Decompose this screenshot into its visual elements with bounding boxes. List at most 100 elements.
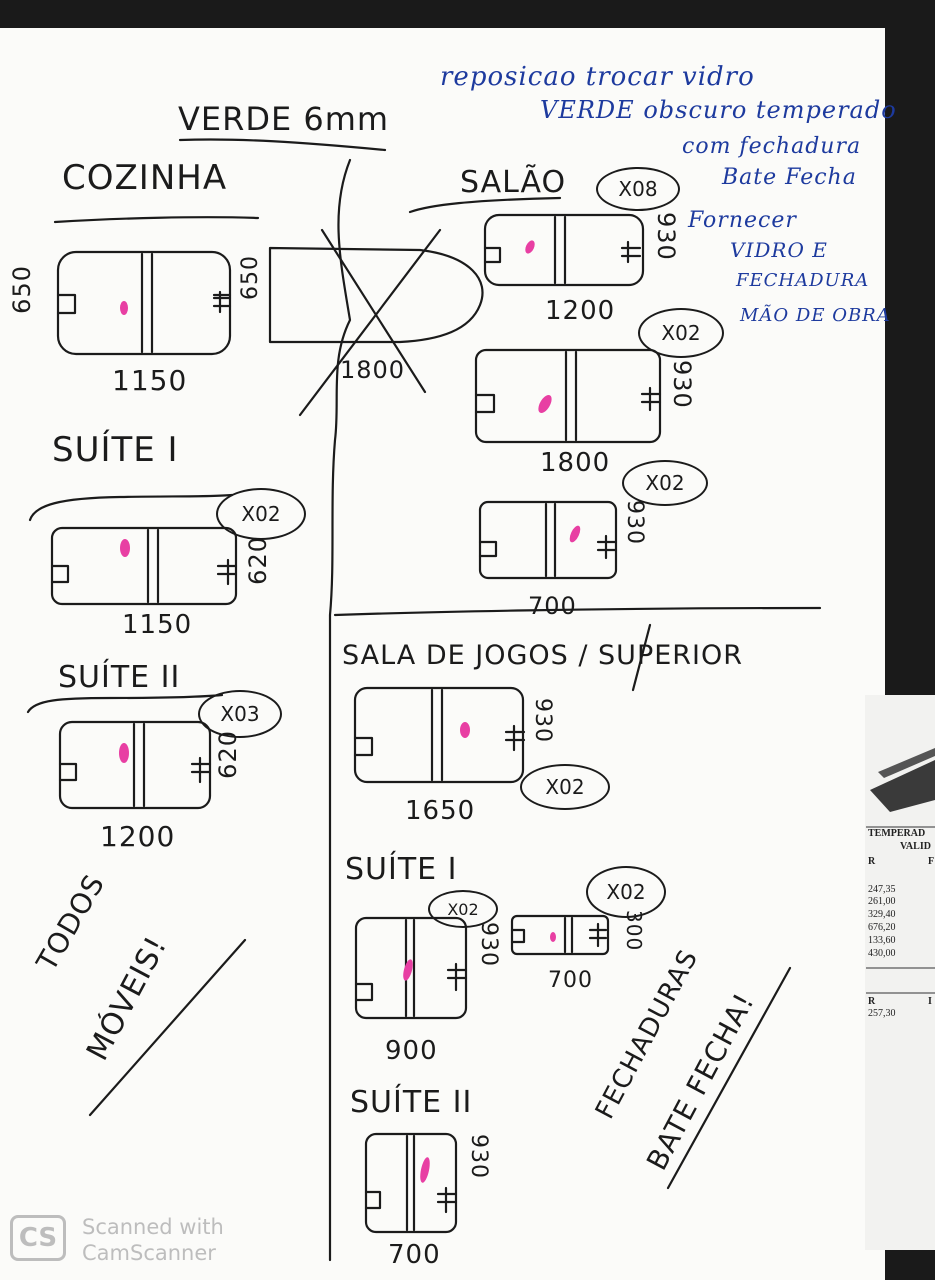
handle-left [353, 736, 374, 757]
window-suite-1-sup-small [510, 914, 610, 956]
room-label-salao: SALÃO [460, 165, 567, 200]
handle-left [478, 540, 498, 558]
dim-crossed-width: 1800 [340, 356, 406, 384]
sala-slash [631, 623, 652, 692]
table-cell: 261,00 [868, 896, 896, 907]
room-label-suite-1: SUÍTE I [52, 430, 179, 470]
table-header-2: VALID [900, 841, 931, 852]
qty-badge-salao-1: X08 [596, 167, 680, 211]
window-suite-1-sup [354, 916, 468, 1020]
paper-sheet [0, 28, 885, 1280]
watermark-line-2: CamScanner [82, 1241, 216, 1265]
dim-sala-jogos-width: 1650 [405, 796, 476, 826]
window-salao-3 [478, 500, 618, 580]
dim-suite-2-width: 1200 [100, 820, 176, 853]
qty-badge-salao-3: X02 [622, 460, 708, 506]
cross-line [320, 228, 427, 394]
handle-left [510, 928, 526, 944]
handle-right [620, 240, 642, 264]
dim-salao-2-width: 1800 [540, 448, 611, 478]
dim-salao-2-height: 930 [668, 360, 696, 409]
note-line: reposicao trocar vidro [440, 62, 755, 92]
camscanner-watermark: Scanned with CamScanner [82, 1214, 224, 1266]
handle-left [56, 293, 77, 315]
qty-badge-suite-1-sup: X02 [428, 890, 498, 928]
camscanner-logo: CS [10, 1215, 66, 1261]
note-line: Bate Fecha [722, 165, 857, 190]
watermark-line-1: Scanned with [82, 1215, 224, 1239]
dim-suite-1-height: 620 [244, 536, 272, 585]
cross-line [298, 228, 442, 417]
handle-left [58, 762, 78, 782]
handle-right [212, 290, 232, 314]
handle-left [483, 246, 502, 264]
table-col-b-2: I [928, 996, 932, 1007]
note-line: com fechadura [682, 134, 862, 159]
handle-right [436, 1186, 458, 1214]
dim-salao-1-width: 1200 [545, 296, 616, 326]
handle-right [596, 534, 618, 560]
handle-left [474, 393, 496, 414]
room-label-suite-1-sup: SUÍTE I [345, 852, 458, 887]
note-line: FECHADURA [736, 270, 870, 291]
table-cell: 430,00 [868, 948, 896, 959]
salao-underline [408, 196, 562, 214]
dim-salao-3-width: 700 [528, 592, 577, 620]
handle-right [588, 922, 608, 948]
cozinha-underline [53, 216, 260, 224]
sala-jogos-line [333, 606, 822, 617]
room-label-suite-2: SUÍTE II [58, 660, 181, 695]
qty-badge-suite-1: X02 [216, 488, 306, 540]
table-col-2: F [928, 856, 935, 867]
handle-right [640, 386, 662, 412]
dim-sala-jogos-height: 930 [530, 698, 555, 743]
dim-suite-2-sup-height: 930 [466, 1134, 491, 1179]
background-logo-shape [870, 760, 935, 812]
handle-left [354, 982, 374, 1002]
table-cell: 133,60 [868, 935, 896, 946]
table-cell: 329,40 [868, 909, 896, 920]
table-cell: 676,20 [868, 922, 896, 933]
window-salao-1 [483, 213, 645, 287]
table-cell: 247,35 [868, 884, 896, 895]
note-line: Fornecer [688, 208, 797, 233]
qty-badge-suite-1-sup-small: X02 [586, 866, 666, 918]
handle-right [504, 724, 526, 752]
note-line: VERDE obscuro temperado [540, 96, 897, 124]
dim-salao-1-height: 930 [652, 212, 680, 261]
window-sala-jogos [353, 686, 525, 784]
handle-right [216, 558, 238, 586]
note-line: MÃO DE OBRA [740, 305, 891, 326]
qty-badge-suite-2: X03 [198, 690, 282, 738]
background-logo-stripe [878, 748, 935, 778]
handle-right [446, 962, 468, 992]
fechaduras-slash [666, 966, 792, 1190]
note-line: VIDRO E [730, 238, 828, 262]
room-label-sala-jogos: SALA DE JOGOS / SUPERIOR [342, 640, 744, 671]
suite2-underline [26, 693, 224, 714]
window-cozinha [56, 250, 232, 356]
todos-slash [88, 938, 247, 1117]
dim-suite-1-sup-height: 930 [476, 922, 501, 967]
dim-cozinha-left: 650 [8, 265, 36, 314]
table-col-b: R [868, 996, 876, 1007]
dim-suite-1-sup-small-width: 700 [548, 968, 593, 993]
window-suite-2-sup [364, 1132, 458, 1234]
dim-suite-1-sup-width: 900 [385, 1036, 438, 1066]
title-underline [178, 138, 387, 152]
title-verde-6mm: VERDE 6mm [178, 100, 390, 138]
dim-salao-3-height: 930 [622, 500, 647, 545]
room-label-cozinha: COZINHA [62, 158, 228, 198]
dim-suite-1-width: 1150 [122, 610, 193, 640]
handle-left [50, 564, 70, 584]
dim-suite-2-sup-width: 700 [388, 1240, 441, 1270]
qty-badge-salao-2: X02 [638, 308, 724, 358]
suite1-underline [28, 493, 234, 522]
table-col: R [868, 856, 876, 867]
dim-cozinha-right: 650 [238, 255, 263, 300]
vertical-divider [328, 158, 352, 1262]
window-crossed [268, 246, 484, 344]
